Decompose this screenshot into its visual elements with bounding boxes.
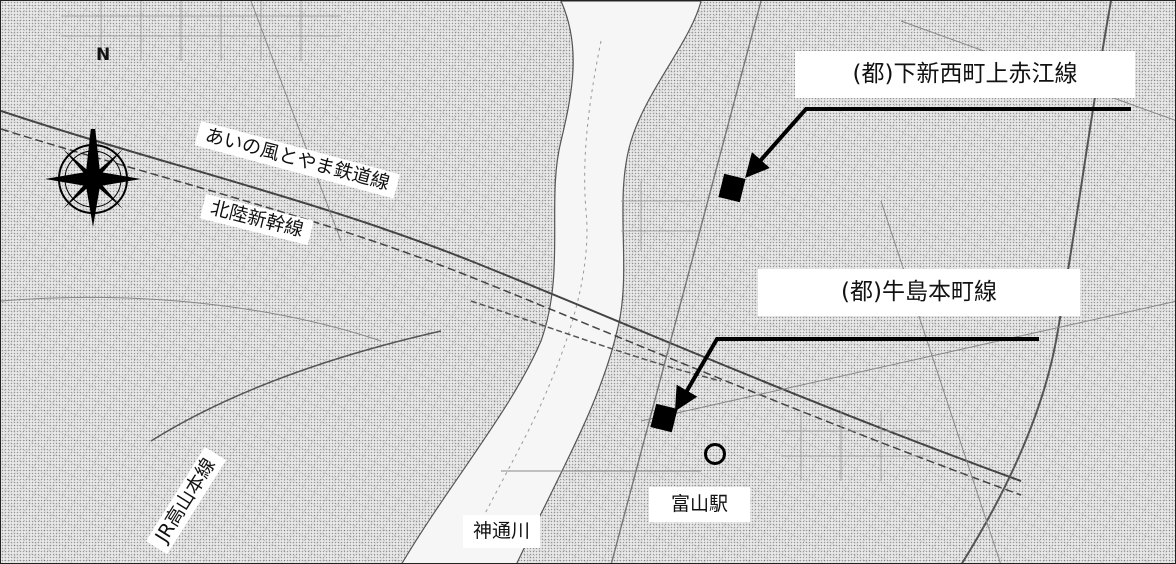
city-blocks xyxy=(61,1,931,481)
station-circle-icon xyxy=(704,443,726,465)
railway-lines xyxy=(1,1,1112,563)
leader-arrow-route-1 xyxy=(745,107,1131,178)
route-label-shimoshinnishimachi-kamiakae: (都)下新西町上赤江線 xyxy=(795,51,1135,98)
river-jinzu xyxy=(401,1,702,563)
compass-rose-icon xyxy=(45,129,141,227)
route-label-ushijimahonmachi: (都)牛島本町線 xyxy=(758,269,1080,316)
north-label: N xyxy=(96,45,111,65)
river-label-jinzu: 神通川 xyxy=(463,515,541,548)
station-label-toyama: 富山駅 xyxy=(649,487,751,522)
leader-arrow-route-2 xyxy=(674,337,1039,412)
